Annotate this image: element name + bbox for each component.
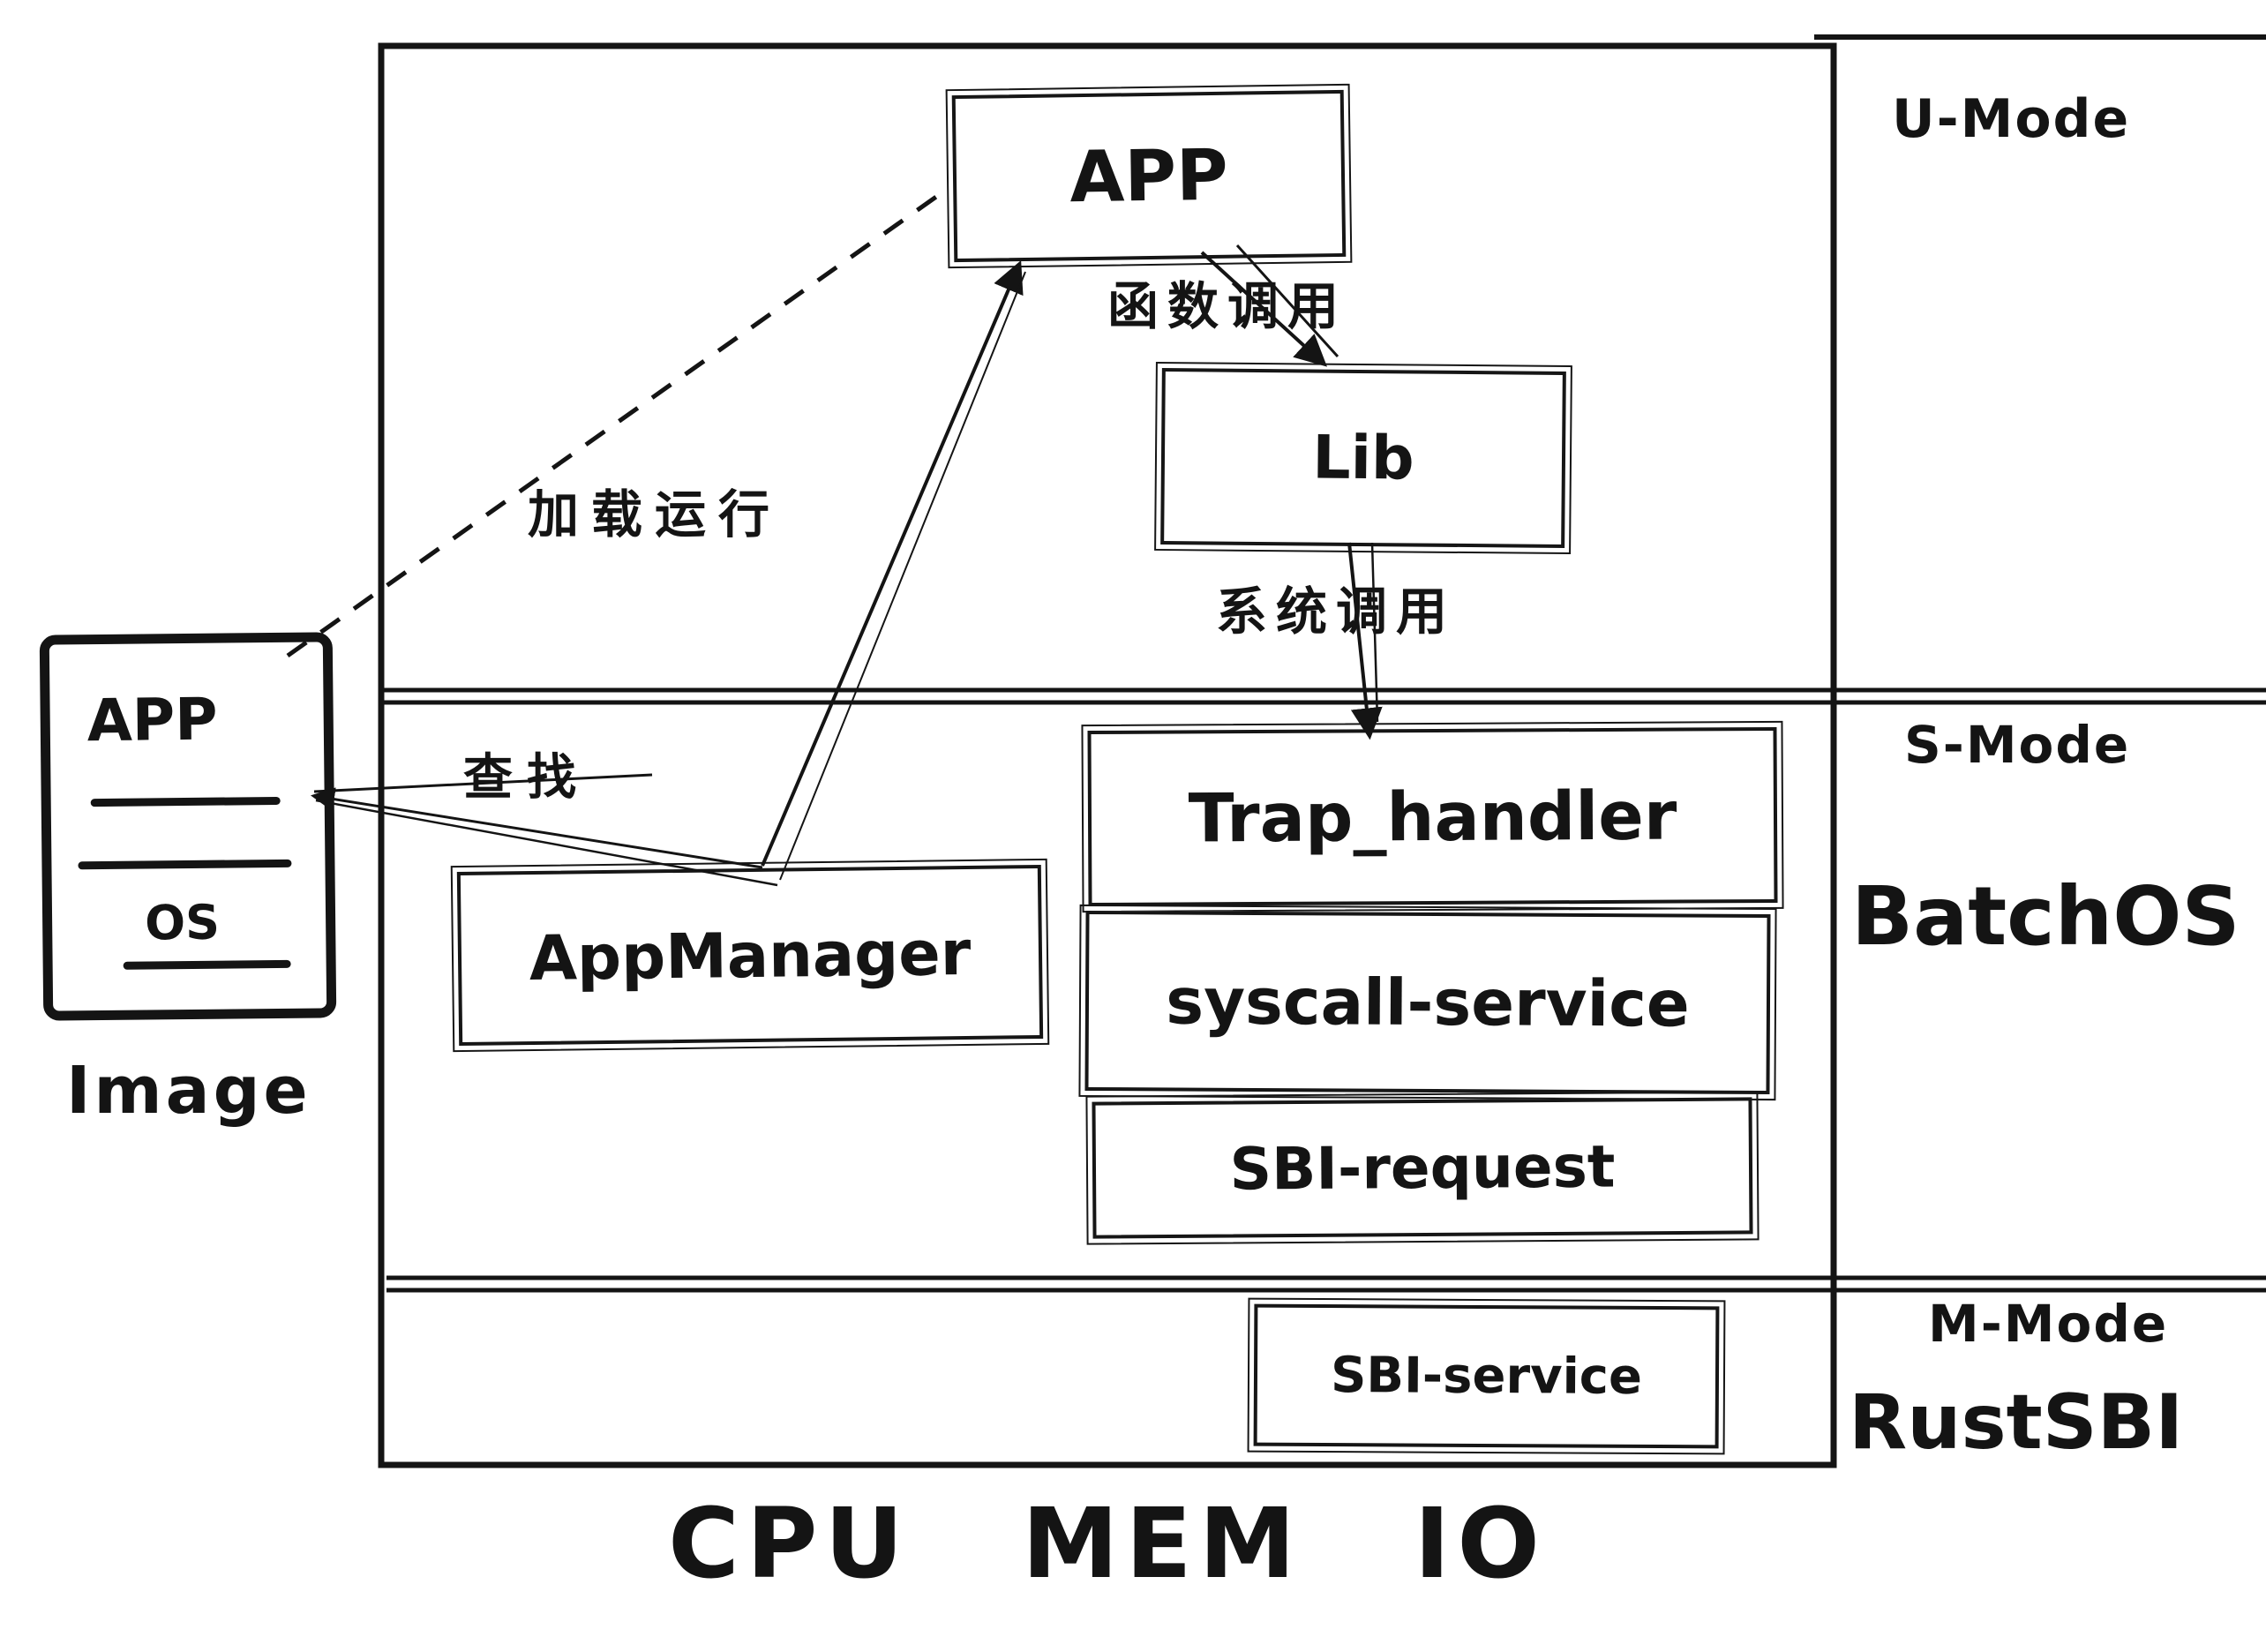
function-call-label: 函数调用: [1107, 276, 1348, 336]
load-run-label: 加载运行: [528, 484, 783, 544]
image-divider-line: [90, 796, 281, 807]
system-call-label: 系统调用: [1216, 582, 1457, 642]
syscall-service-label: syscall-service: [1166, 964, 1690, 1041]
batchos-label: BatchOS: [1851, 869, 2240, 964]
image-os-label: OS: [144, 894, 221, 951]
s-m-divider: [386, 1275, 2266, 1293]
image-divider-line: [123, 959, 291, 970]
app-box-label: APP: [1069, 133, 1229, 219]
app-box: APP: [945, 83, 1353, 269]
m-mode-label: M-Mode: [1928, 1294, 2169, 1354]
app-manager-label: AppManager: [529, 916, 972, 995]
lib-box-label: Lib: [1311, 422, 1414, 494]
u-mode-label: U-Mode: [1892, 88, 2131, 150]
load-run-dashed-arrow: [286, 190, 944, 658]
sbi-request-box: SBI-request: [1085, 1091, 1760, 1245]
syscall-service-box: syscall-service: [1078, 904, 1777, 1101]
trap-handler-label: Trap_handler: [1188, 776, 1677, 858]
hardware-label: CPU MEM IO: [668, 1487, 1547, 1600]
trap-handler-box: Trap_handler: [1081, 720, 1784, 913]
s-mode-label: S-Mode: [1904, 715, 2131, 775]
sbi-service-label: SBI-service: [1330, 1347, 1643, 1406]
image-caption: Image: [66, 1053, 311, 1129]
sbi-request-label: SBI-request: [1229, 1132, 1616, 1204]
image-app-label: APP: [86, 685, 218, 755]
appmanager-to-app-arrow: [761, 260, 1026, 881]
rustsbi-label: RustSBI: [1849, 1378, 2184, 1467]
lib-box: Lib: [1154, 361, 1572, 555]
app-image-figure: APP OS: [39, 632, 337, 1021]
sbi-service-box: SBI-service: [1247, 1297, 1726, 1455]
lookup-label: 查找: [463, 749, 590, 807]
u-s-divider: [381, 687, 2266, 705]
app-manager-box: AppManager: [450, 858, 1050, 1053]
image-divider-line: [78, 859, 292, 870]
